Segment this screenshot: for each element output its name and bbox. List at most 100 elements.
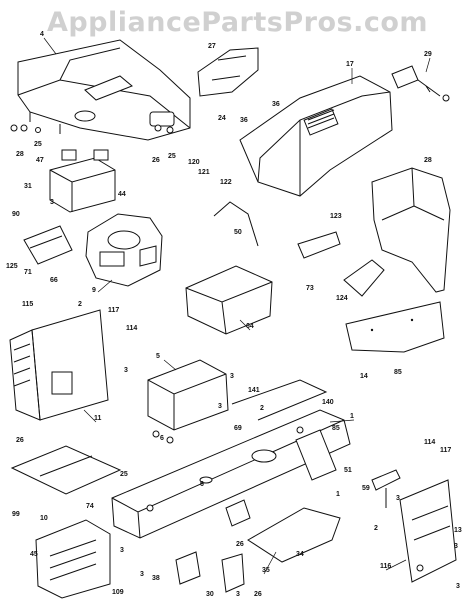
leader-lines bbox=[43, 37, 431, 575]
callout-3e: 3 bbox=[140, 571, 144, 578]
plate-71-part bbox=[23, 225, 73, 265]
callout-64: 64 bbox=[246, 323, 254, 330]
callout-59: 1 bbox=[336, 491, 340, 498]
callout-3d: 3 bbox=[218, 403, 222, 410]
callout-3c: 3 bbox=[230, 373, 234, 380]
side-shroud-part bbox=[371, 167, 451, 293]
callout-117: 117 bbox=[108, 307, 119, 314]
callout-69: 69 bbox=[234, 425, 242, 432]
callout-90: 90 bbox=[12, 211, 20, 218]
main-frame-part bbox=[111, 379, 351, 539]
callout-3j: 51 bbox=[344, 467, 352, 474]
floor-plate-part bbox=[345, 301, 445, 353]
dash-panel-part bbox=[17, 39, 191, 141]
callout-3a: 3 bbox=[50, 199, 54, 206]
callout-124: 124 bbox=[336, 295, 348, 302]
dash-bracket-part bbox=[49, 149, 116, 213]
callouts: 4 27 25 28 47 31 3 44 26 25 24 36 36 17 … bbox=[6, 31, 462, 598]
console-part bbox=[85, 213, 163, 287]
callout-3h: 13 bbox=[454, 527, 462, 534]
callout-50: 50 bbox=[234, 229, 242, 236]
callout-2b: 2 bbox=[260, 405, 264, 412]
callout-24: 24 bbox=[218, 115, 226, 122]
callout-116: 2 bbox=[374, 525, 378, 532]
hood-part bbox=[239, 75, 393, 197]
callout-3i: 3 bbox=[454, 543, 458, 550]
callout-13: 116 bbox=[380, 563, 391, 570]
hinge-29-part bbox=[391, 65, 450, 102]
seat-pan-part bbox=[147, 359, 229, 431]
callout-47: 47 bbox=[36, 157, 44, 164]
callout-66: 66 bbox=[50, 277, 58, 284]
callout-141: 141 bbox=[248, 387, 260, 394]
bracket-123-part bbox=[297, 231, 385, 297]
callout-5: 5 bbox=[156, 353, 160, 360]
small-brackets-part bbox=[152, 429, 337, 593]
callout-3g: 3 bbox=[236, 591, 240, 598]
callout-17: 17 bbox=[346, 61, 354, 68]
callout-109: 109 bbox=[112, 589, 124, 596]
callout-29: 29 bbox=[424, 51, 432, 58]
callout-3f: 30 bbox=[206, 591, 214, 598]
plate-34-part bbox=[247, 507, 341, 563]
callout-6: 6 bbox=[160, 435, 164, 442]
callout-14: 3 bbox=[456, 583, 460, 590]
callout-121: 121 bbox=[198, 169, 210, 176]
callout-45: 3 bbox=[120, 547, 124, 554]
callout-4: 4 bbox=[40, 31, 44, 38]
callout-28b: 28 bbox=[424, 157, 432, 164]
callout-38: 38 bbox=[152, 575, 160, 582]
callout-85b: 85 bbox=[394, 369, 402, 376]
callout-1b: 85 bbox=[332, 425, 340, 432]
callout-2c: 45 bbox=[30, 551, 38, 558]
callout-28: 28 bbox=[16, 151, 24, 158]
callout-73: 73 bbox=[306, 285, 314, 292]
callout-11: 11 bbox=[94, 415, 102, 422]
callout-35: 26 bbox=[236, 541, 244, 548]
callout-36a: 36 bbox=[240, 117, 248, 124]
callout-71: 71 bbox=[24, 269, 32, 276]
callout-10: 10 bbox=[40, 515, 48, 522]
callout-44: 44 bbox=[118, 191, 126, 198]
callout-9: 9 bbox=[92, 287, 96, 294]
callout-26b: 26 bbox=[16, 437, 24, 444]
callout-26: 26 bbox=[152, 157, 160, 164]
callout-3b: 3 bbox=[124, 367, 128, 374]
mount-64-part bbox=[185, 265, 273, 335]
callout-2d: 3 bbox=[396, 495, 400, 502]
callout-115: 115 bbox=[22, 301, 33, 308]
callout-25c: 25 bbox=[120, 471, 128, 478]
callout-140: 140 bbox=[322, 399, 334, 406]
callout-1: 1 bbox=[350, 413, 354, 420]
panel-27-part bbox=[197, 47, 259, 97]
callout-27: 27 bbox=[208, 43, 216, 50]
callout-114: 114 bbox=[126, 325, 137, 332]
callout-117b: 117 bbox=[440, 447, 451, 454]
callout-25b: 25 bbox=[168, 153, 176, 160]
callout-120: 120 bbox=[188, 159, 200, 166]
callout-36b: 36 bbox=[272, 101, 280, 108]
shaft-116-part bbox=[371, 469, 401, 508]
callout-25: 25 bbox=[34, 141, 42, 148]
callout-122: 122 bbox=[220, 179, 232, 186]
callout-114b: 114 bbox=[424, 439, 435, 446]
callout-125: 125 bbox=[6, 263, 18, 270]
battery-box-part bbox=[9, 309, 109, 421]
rod-50-part bbox=[213, 201, 259, 247]
callout-123: 123 bbox=[330, 213, 342, 220]
callout-99: 99 bbox=[12, 511, 20, 518]
callout-2: 2 bbox=[78, 301, 82, 308]
rear-panel-right-part bbox=[399, 479, 457, 583]
callout-85: 14 bbox=[360, 373, 368, 380]
callout-26c: 34 bbox=[296, 551, 304, 558]
fender-plate-part bbox=[10, 445, 122, 495]
callout-74: 74 bbox=[86, 503, 94, 510]
callout-30: 26 bbox=[254, 591, 262, 598]
callout-6b: 6 bbox=[200, 481, 204, 488]
rear-panel-left-part bbox=[35, 519, 111, 599]
hood-grille bbox=[303, 108, 339, 136]
callout-51: 59 bbox=[362, 485, 370, 492]
callout-31: 31 bbox=[24, 183, 32, 190]
